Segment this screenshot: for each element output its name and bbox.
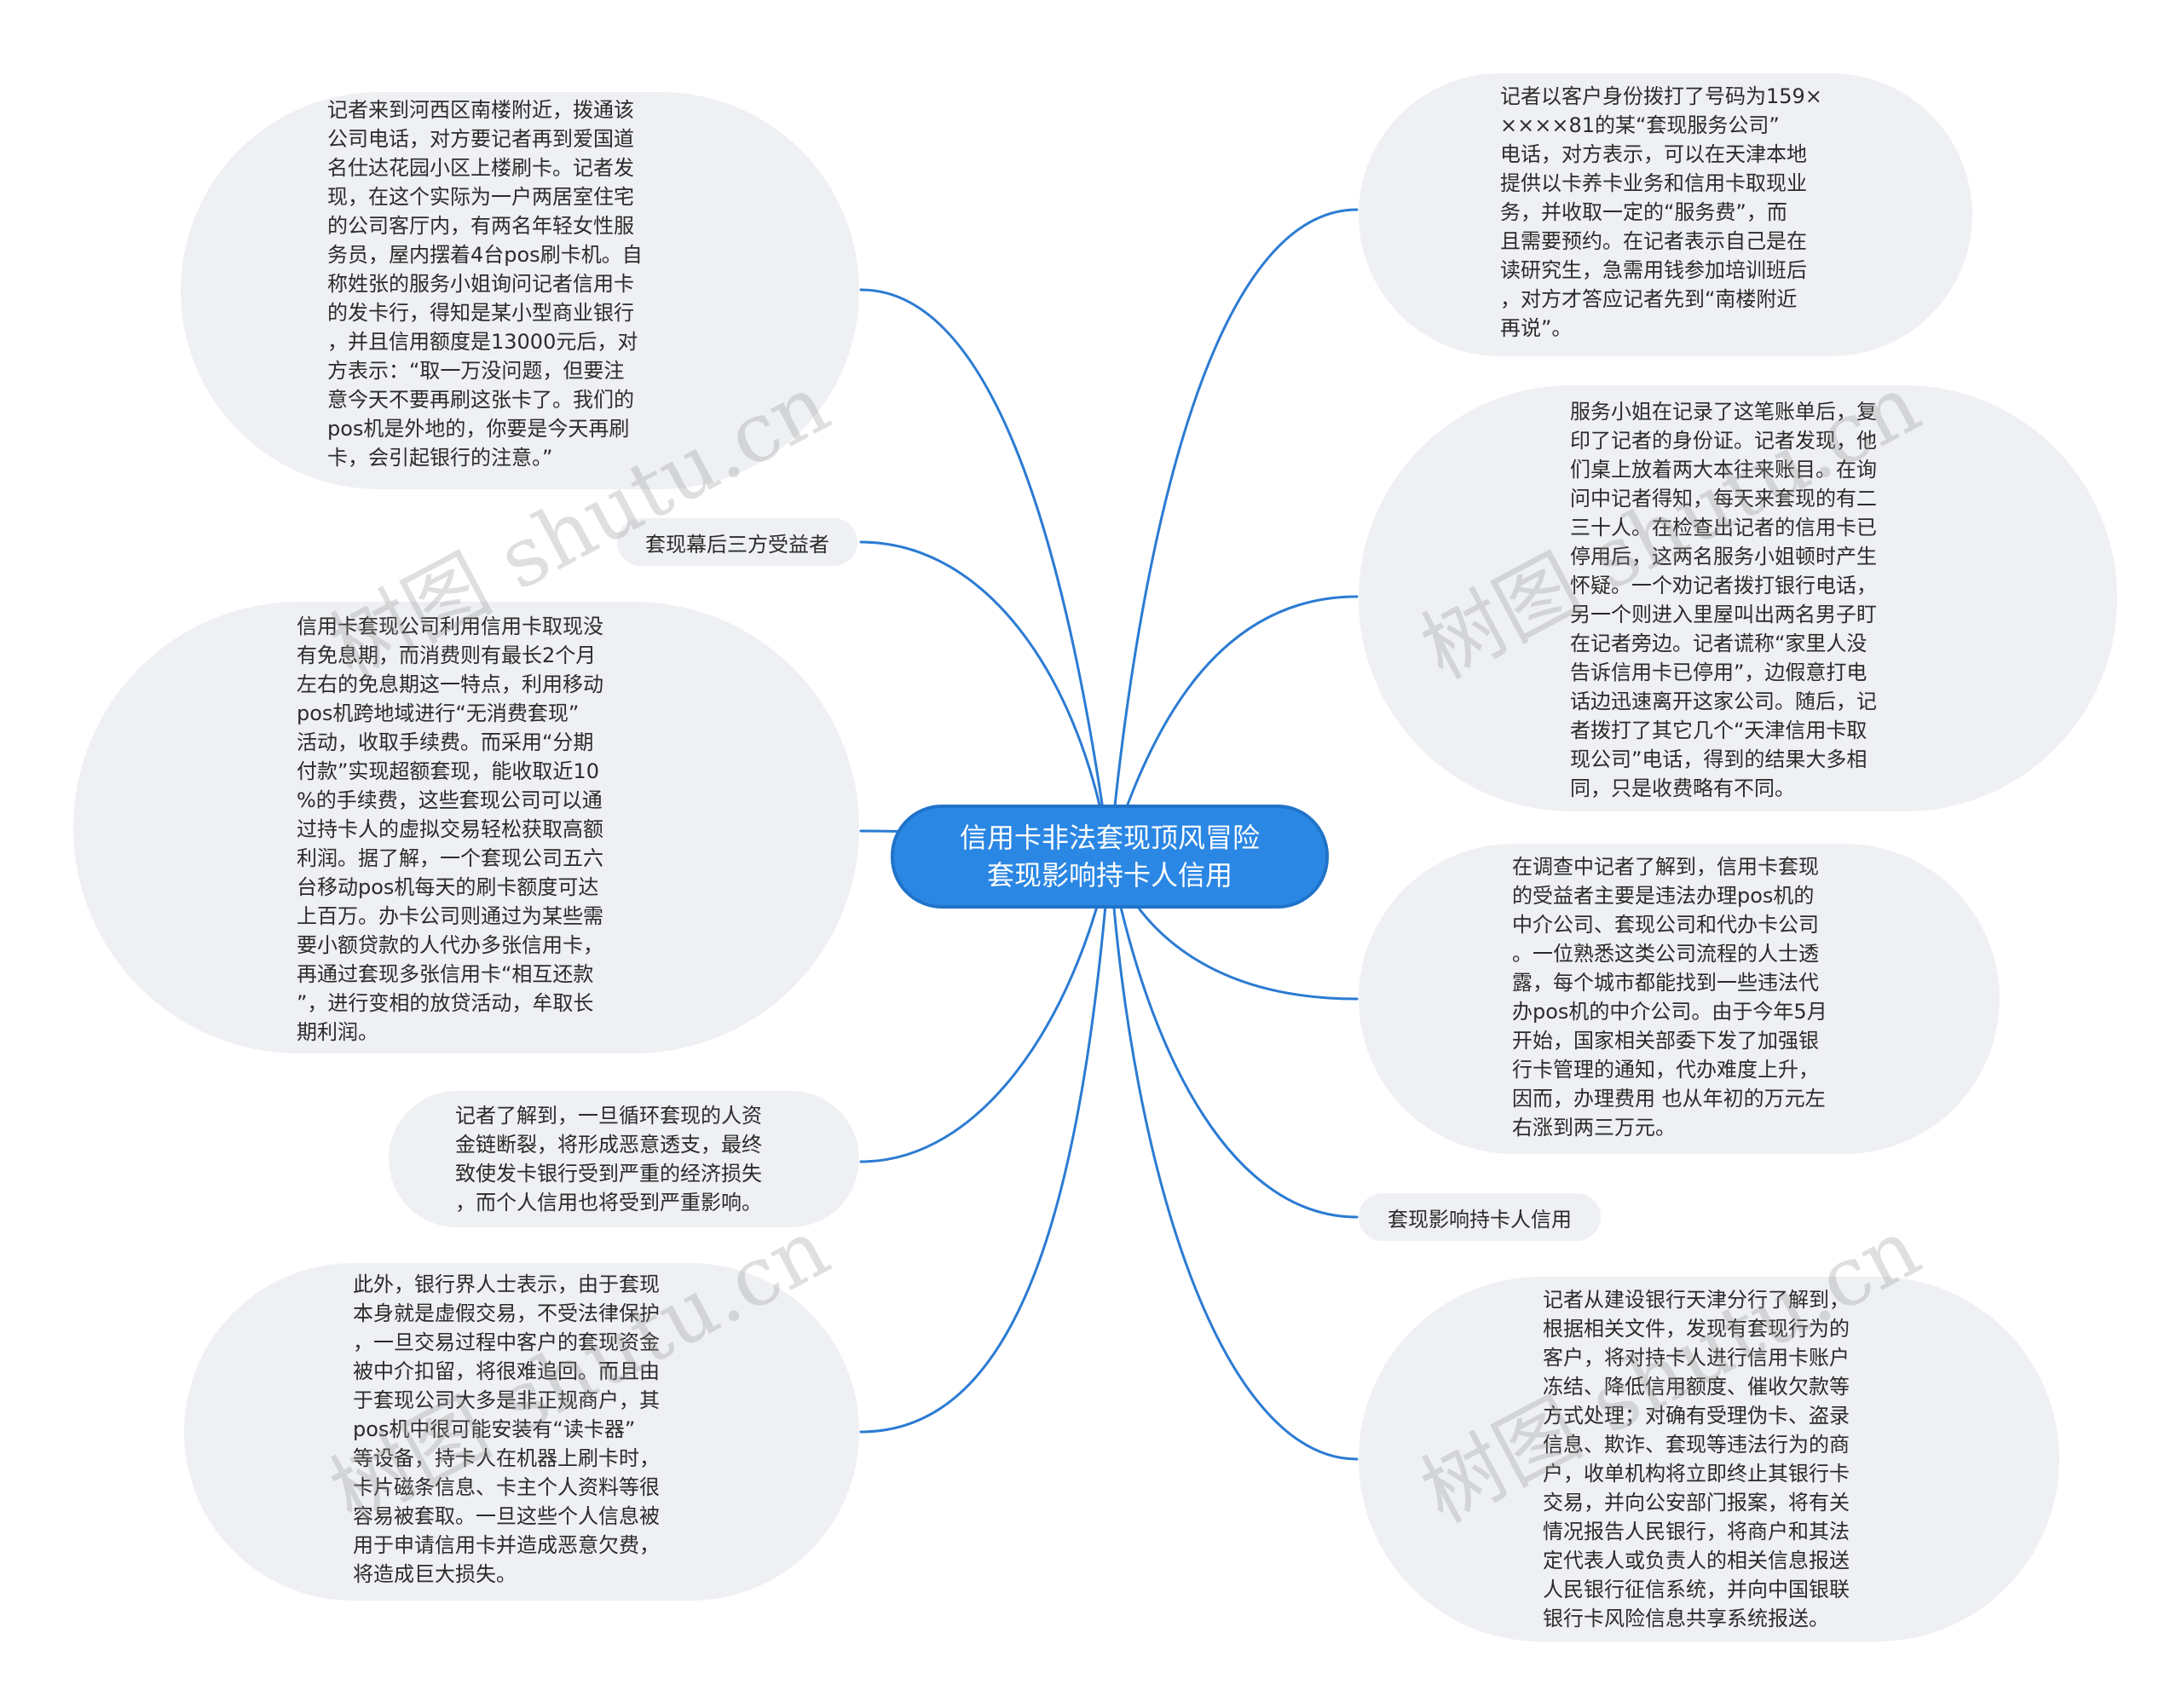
node-right-bottom-text: 记者从建设银行天津分行了解到， 根据相关文件，发现有套现行为的 客户，将对持卡人… [1543,1288,1850,1630]
label-right: 套现影响持卡人信用 [1359,1193,1601,1241]
connector-right-mid [1108,595,1359,858]
bubble-right-bottom [1359,1277,2059,1642]
bubble-left-small [389,1091,859,1227]
bubble-left-mid [73,602,859,1053]
node-right-lower-text: 在调查中记者了解到，信用卡套现 的受益者主要是违法办理pos机的 中介公司、套现… [1512,855,1827,1140]
connector-right-bottom [1108,855,1359,1461]
connector-left-top [859,288,1111,858]
root-topic[interactable]: 信用卡非法套现顶风冒险 套现影响持卡人信用 [891,805,1329,909]
node-left-mid-text: 信用卡套现公司利用信用卡取现没 有免息期，而消费则有最长2个月 左右的免息期这一… [297,615,603,1044]
connector-left-small [859,855,1111,1163]
node-right-top-text: 记者以客户身份拨打了号码为159× ××××81的某“套现服务公司” 电话，对方… [1500,84,1822,340]
bubble-left-bottom [184,1263,859,1601]
bubble-right-lower [1359,844,2000,1154]
bubble-left-top [181,92,859,489]
node-left-small-text: 记者了解到，一旦循环套现的人资 金链断裂，将形成恶意透支，最终 致使发卡银行受到… [455,1104,762,1215]
bubble-right-mid [1359,385,2117,811]
root-topic-line2: 套现影响持卡人信用 [986,859,1232,892]
label-left: 套现幕后三方受益者 [617,518,857,566]
connector-left-label [859,540,1111,858]
node-left-bottom-text: 此外，银行界人士表示，由于套现 本身就是虚假交易，不受法律保护 ，一旦交易过程中… [353,1272,660,1586]
bubble-right-top [1359,73,1972,356]
connector-right-top [1108,208,1359,858]
connector-left-bottom [859,855,1111,1434]
root-topic-line1: 信用卡非法套现顶风冒险 [959,822,1260,854]
connector-right-label [1108,855,1359,1219]
node-left-top-text: 记者来到河西区南楼附近，拨通该 公司电话，对方要记者再到爱国道 名仕达花园小区上… [327,98,643,470]
node-right-mid-text: 服务小姐在记录了这笔账单后，复 印了记者的身份证。记者发现，他 们桌上放着两大本… [1570,400,1877,800]
